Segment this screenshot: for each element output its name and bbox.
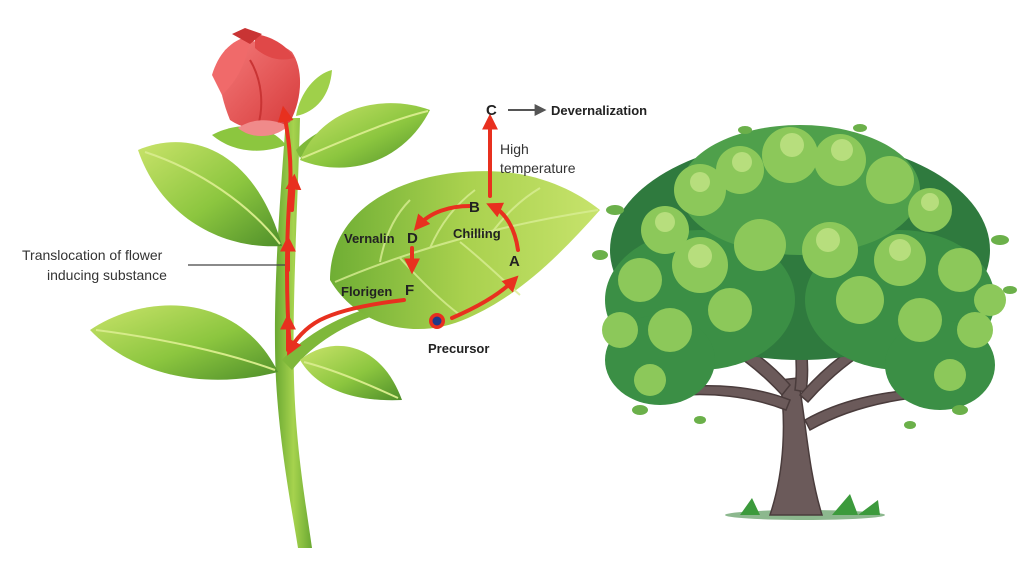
arrow-a-to-b [486, 202, 520, 252]
leaf-upper-right [300, 103, 430, 168]
high-label: High [500, 141, 529, 157]
node-c-label: C [486, 102, 497, 119]
cycle-arrows [287, 113, 520, 356]
tree-foliage [592, 124, 1017, 429]
vernalin-label: Vernalin [344, 231, 395, 246]
plant-stem [274, 118, 312, 548]
precursor-dot-icon [429, 313, 445, 329]
arrow-f-to-stem [287, 298, 406, 356]
translocation-label-line2: inducing substance [47, 267, 167, 283]
plant-illustration [90, 28, 600, 548]
node-d-label: D [407, 230, 418, 247]
temperature-label: temperature [500, 160, 576, 176]
precursor-label: Precursor [428, 341, 490, 356]
devernalization-label: Devernalization [551, 103, 648, 118]
arrow-b-to-d [413, 204, 472, 231]
leaf-lower-right [300, 345, 402, 401]
node-f-label: F [405, 282, 415, 299]
tree-illustration [592, 124, 1017, 520]
leaf-large-center [330, 171, 600, 330]
node-b-label: B [469, 199, 480, 216]
translocation-label-line1: Translocation of flower [22, 247, 163, 263]
florigen-label: Florigen [341, 284, 393, 299]
leaf-lower-left [90, 305, 278, 380]
chilling-label: Chilling [453, 226, 501, 241]
arrow-precursor-to-a [450, 275, 519, 320]
rose-bud-icon [212, 28, 301, 137]
leaf-upper-left [138, 142, 282, 247]
node-a-label: A [509, 253, 520, 270]
